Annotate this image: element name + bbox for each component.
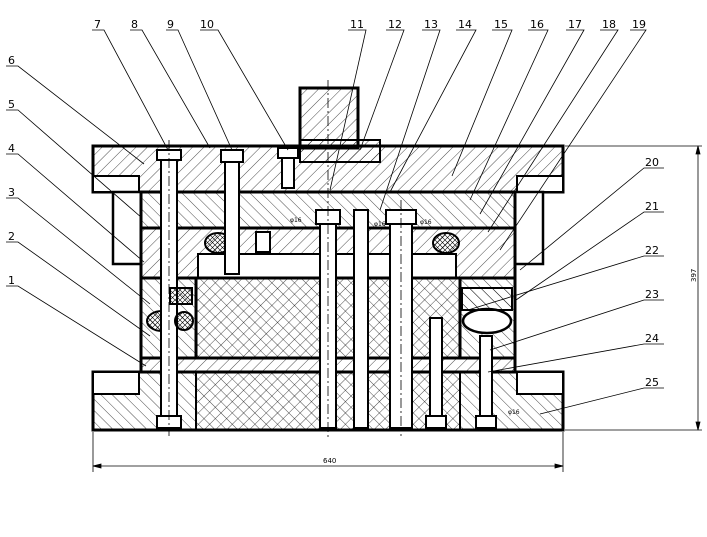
top-callouts: 7 8 9 10 11 12 13 14 15 16 17 18 19 (94, 18, 646, 31)
width-dimension (92, 432, 564, 472)
callout-6: 6 (8, 54, 15, 67)
note-b: φ16 (374, 221, 386, 228)
callout-16: 16 (530, 18, 544, 31)
callout-20: 20 (645, 156, 659, 169)
callout-4: 4 (8, 142, 15, 155)
callout-2: 2 (8, 230, 15, 243)
guide-pins (156, 147, 497, 429)
callout-22: 22 (645, 244, 659, 257)
callout-19: 19 (632, 18, 646, 31)
callout-14: 14 (458, 18, 472, 31)
width-dimension-value: 640 (323, 457, 336, 465)
callout-21: 21 (645, 200, 659, 213)
callout-7: 7 (94, 18, 101, 31)
spring-block (169, 287, 193, 305)
callout-11: 11 (350, 18, 364, 31)
upper-side-rails (111, 190, 545, 266)
note-a: φ16 (290, 217, 302, 224)
callout-10: 10 (200, 18, 214, 31)
callout-8: 8 (131, 18, 138, 31)
note-d: φ16 (508, 409, 520, 416)
note-c: φ16 (420, 219, 432, 226)
callout-17: 17 (568, 18, 582, 31)
left-callouts: 6 5 4 3 2 1 (8, 54, 15, 287)
height-dimension (565, 145, 702, 431)
callout-5: 5 (8, 98, 15, 111)
height-dimension-value: 397 (690, 269, 698, 282)
seal-ring (174, 311, 194, 331)
centerlines (168, 80, 402, 440)
callout-18: 18 (602, 18, 616, 31)
callout-25: 25 (645, 376, 659, 389)
callout-9: 9 (167, 18, 174, 31)
callout-24: 24 (645, 332, 659, 345)
callout-13: 13 (424, 18, 438, 31)
callout-12: 12 (388, 18, 402, 31)
callout-15: 15 (494, 18, 508, 31)
leader-lines (6, 29, 664, 415)
callout-1: 1 (8, 274, 15, 287)
callout-23: 23 (645, 288, 659, 301)
right-callouts: 20 21 22 23 24 25 (645, 156, 659, 389)
callout-3: 3 (8, 186, 15, 199)
